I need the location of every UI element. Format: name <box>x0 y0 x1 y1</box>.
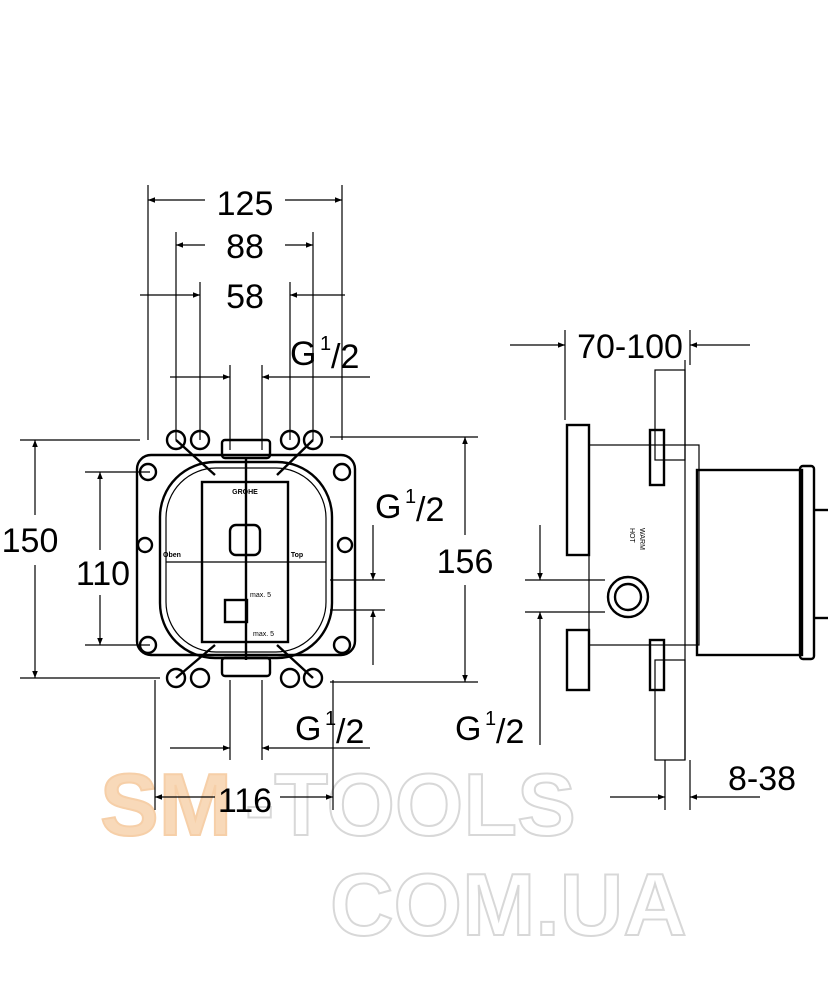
dimension-labels: 125 88 58 150 110 156 116 70-100 8-38 <box>2 185 796 820</box>
svg-text:G: G <box>455 710 481 748</box>
dim-116: 116 <box>218 782 272 820</box>
watermark-tools: -TOOLS <box>245 755 576 854</box>
side-dimension-lines <box>510 330 760 810</box>
svg-text:1: 1 <box>485 708 496 730</box>
svg-text:G: G <box>290 335 316 373</box>
thread-side: G 1 /2 <box>455 708 524 751</box>
thread-top: G 1 /2 <box>290 333 359 376</box>
dim-156: 156 <box>437 543 494 581</box>
svg-text:G: G <box>375 488 401 526</box>
label-plate <box>200 480 290 644</box>
oben-label: Oben <box>163 552 181 559</box>
dim-8-38: 8-38 <box>728 760 796 798</box>
watermark-domain: COM.UA <box>330 855 687 954</box>
hot-label: HOT <box>628 528 635 544</box>
dim-70-100: 70-100 <box>577 328 683 366</box>
watermark: SM -TOOLS COM.UA <box>99 754 688 955</box>
thread-front-right: G 1 /2 <box>375 486 444 529</box>
thread-bottom: G 1 /2 <box>295 708 364 751</box>
svg-text:/2: /2 <box>331 338 359 376</box>
side-view-body: WARM HOT <box>565 360 828 761</box>
max-top-label: max. 5 <box>250 592 271 599</box>
svg-text:/2: /2 <box>416 491 444 529</box>
max-bottom-label: max. 5 <box>253 631 274 638</box>
dim-110: 110 <box>76 555 130 593</box>
extension-lines <box>20 185 478 810</box>
warm-label: WARM <box>638 528 645 550</box>
svg-text:1: 1 <box>320 333 331 355</box>
square-symbol <box>223 598 249 624</box>
dimension-lines <box>32 197 468 800</box>
watermark-sm: SM <box>100 755 232 854</box>
dim-58: 58 <box>226 278 264 316</box>
svg-text:1: 1 <box>405 486 416 508</box>
top-label: Top <box>291 552 303 559</box>
svg-text:G: G <box>295 710 321 748</box>
dim-125: 125 <box>217 185 274 223</box>
front-view-body: GROHE Oben Top max. 5 max. 5 <box>135 429 357 689</box>
svg-text:/2: /2 <box>496 713 524 751</box>
svg-text:1: 1 <box>325 708 336 730</box>
dim-150: 150 <box>2 522 59 560</box>
brand-logo: GROHE <box>232 489 258 496</box>
svg-text:/2: /2 <box>336 713 364 751</box>
dim-88: 88 <box>226 228 264 266</box>
valve-symbol <box>228 523 262 557</box>
